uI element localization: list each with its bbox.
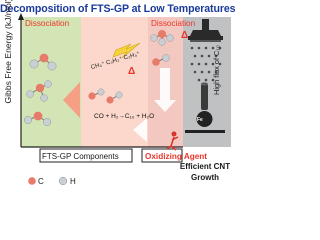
step-arrow-right bbox=[133, 118, 147, 142]
legend-hydrogen-marker bbox=[58, 176, 68, 186]
reaction-label: CO + H₂→C₁₀ + H₂O bbox=[94, 113, 155, 120]
dissociation-label-right: Dissociation bbox=[151, 19, 196, 28]
x-axis-label: FTS-GP Components bbox=[42, 152, 119, 161]
diagram-graphics bbox=[18, 13, 225, 186]
legend-carbon-marker bbox=[28, 177, 36, 185]
fe-label: Fe bbox=[197, 117, 203, 123]
delta-symbol-left: Δ bbox=[128, 66, 136, 77]
oxidizing-agent-label: Oxidizing Agent bbox=[145, 152, 208, 161]
molecule-cluster-right bbox=[150, 30, 174, 66]
dissociation-label-left: Dissociation bbox=[25, 19, 70, 28]
legend-hydrogen-label: H bbox=[70, 177, 76, 186]
legend-carbon-label: C bbox=[38, 177, 44, 186]
molecule-cluster-left bbox=[24, 53, 57, 126]
lightning-bolt-icon bbox=[112, 42, 141, 59]
molecule-cluster-mid bbox=[88, 88, 123, 104]
delta-symbol-right: Δ bbox=[181, 30, 189, 41]
cnt-growth-label: Efficient CNT Growth bbox=[179, 162, 231, 182]
fe-catalyst-icon bbox=[196, 111, 213, 127]
down-arrow-icon bbox=[154, 68, 176, 112]
page-title: Decomposition of FTS-GP at Low Temperatu… bbox=[0, 3, 236, 15]
nozzle-icon bbox=[188, 19, 223, 42]
oxidizing-box bbox=[141, 148, 183, 163]
oxidizing-agent-figure-icon bbox=[166, 131, 179, 151]
substrate-bar bbox=[185, 130, 225, 133]
flux-label: High flux of C₁₀ bbox=[212, 45, 221, 95]
y-axis-arrowhead bbox=[18, 13, 24, 20]
reaction-panel bbox=[81, 17, 148, 147]
step-arrow-left bbox=[63, 82, 80, 118]
x-label-box bbox=[39, 148, 133, 163]
cnt-tube-icon bbox=[201, 82, 208, 110]
carbon-flux-dots bbox=[190, 46, 222, 82]
